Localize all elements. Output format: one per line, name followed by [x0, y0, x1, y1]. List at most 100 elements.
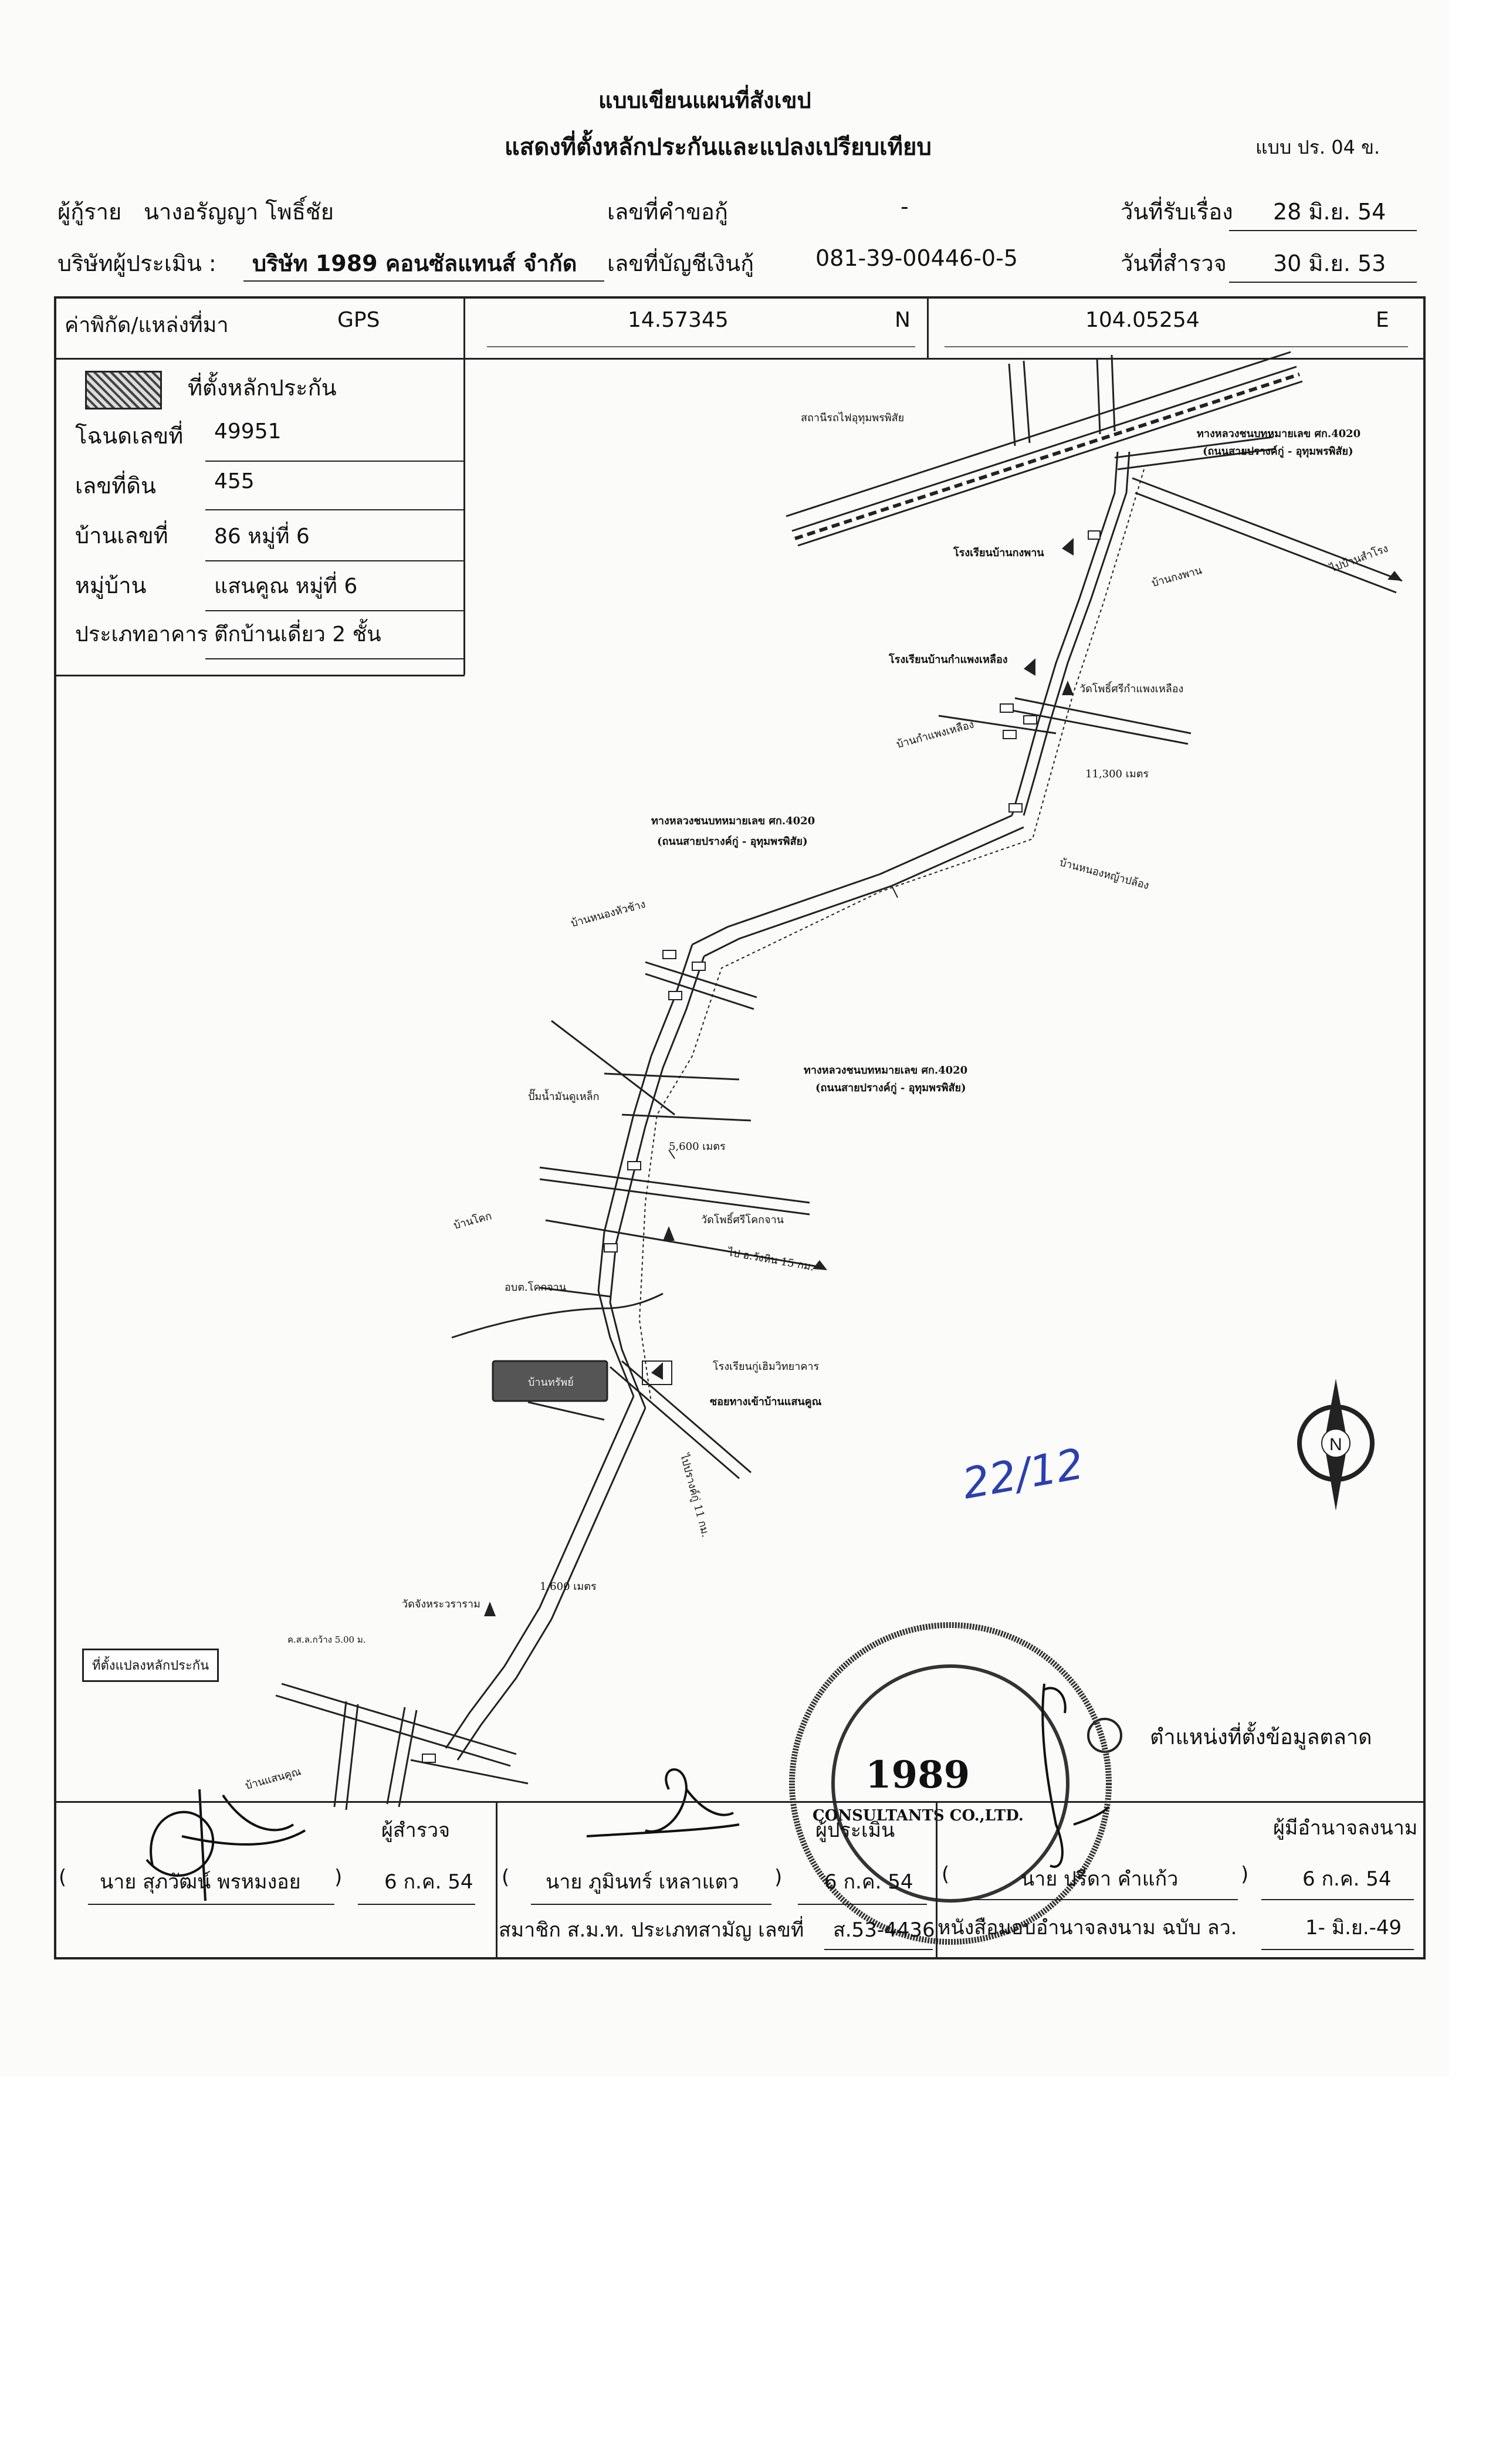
- legend-label-village: หมู่บ้าน: [75, 573, 147, 598]
- map-label-abt: อบต.โคกจาน: [505, 1281, 566, 1294]
- collateral-swatch-icon: [85, 371, 162, 409]
- authorized-date: 6 ก.ค. 54: [1302, 1867, 1392, 1891]
- coord-source: GPS: [337, 308, 380, 332]
- map-label-entrance: ซอยทางเข้าบ้านแสนคูณ: [710, 1396, 822, 1409]
- land-underline: [205, 509, 463, 510]
- route-dashed: [638, 469, 1145, 1403]
- appraiser-company-label: บริษัทผู้ประเมิน :: [57, 251, 216, 276]
- map-label-school-1: โรงเรียนบ้านกงพาน: [953, 546, 1044, 559]
- legend-label-land: เลขที่ดิน: [75, 473, 156, 499]
- map-label-dist-11300: 11,300 เมตร: [1085, 768, 1149, 780]
- authority-date-underline: [1261, 1949, 1414, 1950]
- received-date-label: วันที่รับเรื่อง: [1121, 199, 1233, 225]
- request-no-value: -: [901, 194, 909, 219]
- surveyor-open-paren: (: [59, 1866, 67, 1889]
- legend-right-border: [463, 358, 465, 675]
- longitude-value: 104.05254: [1085, 308, 1200, 332]
- received-date-underline: [1229, 230, 1417, 231]
- legend-bottom-border: [54, 675, 465, 676]
- deed-underline: [205, 461, 463, 462]
- map-label-ban-kamphaeng: บ้านกำแพงเหลือง: [895, 718, 976, 750]
- map-label-to-prangku: ไปปรางค์กู่ 11 กม.: [678, 1451, 713, 1539]
- road-arrows: [813, 571, 1402, 1270]
- request-no-label: เลขที่คำขอกู้: [607, 199, 728, 225]
- authorized-date-underline: [1261, 1899, 1414, 1900]
- map-label-highway-top: ทางหลวงชนบทหมายเลข ศก.4020: [1197, 428, 1360, 440]
- legend-label-building: ประเภทอาคาร: [75, 622, 208, 647]
- appraiser-open-paren: (: [502, 1866, 510, 1889]
- stamp-number: 1989: [865, 1753, 970, 1797]
- member-number: ส.53-4436: [833, 1918, 935, 1942]
- legend-value-deed: 49951: [214, 419, 282, 444]
- surveyor-title: ผู้สำรวจ: [381, 1819, 451, 1842]
- map-label-to-amphoe: ไป อ.วังหิน 15 กม.: [726, 1245, 815, 1274]
- map-label-wat-2: วัดโพธิ์ศรีโคกจาน: [701, 1211, 784, 1226]
- survey-date-underline: [1229, 282, 1417, 283]
- map-label-ban-khok: บ้านโคก: [452, 1209, 493, 1231]
- survey-date-label: วันที่สำรวจ: [1121, 251, 1227, 276]
- village-underline: [205, 610, 463, 611]
- map-label-dist-5600: 5,600 เมตร: [669, 1140, 726, 1153]
- collateral-plot-label: ที่ตั้งแปลงหลักประกัน: [82, 1649, 219, 1682]
- latitude-value: 14.57345: [628, 308, 729, 332]
- legend-label-deed: โฉนดเลขที่: [75, 423, 184, 449]
- authorized-name-underline: [962, 1899, 1238, 1900]
- appraiser-date-underline: [798, 1904, 927, 1905]
- map-label-subject-box: บ้านทรัพย์: [528, 1376, 574, 1389]
- surveyor-close-paren: ): [334, 1866, 343, 1889]
- stamp-company: CONSULTANTS CO.,LTD.: [813, 1807, 1024, 1825]
- map-label-highway-low-sub: (ถนนสายปรางค์กู่ - อุทุมพรพิสัย): [815, 1081, 966, 1095]
- authority-date: 1- มิ.ย.-49: [1305, 1916, 1402, 1940]
- map-label-highway-low: ทางหลวงชนบทหมายเลข ศก.4020: [804, 1064, 967, 1077]
- railway-line: [786, 351, 1303, 547]
- signature-scribbles: [145, 1683, 1110, 1901]
- page-subtitle: แสดงที่ตั้งหลักประกันและแปลงเปรียบเทียบ: [505, 134, 932, 161]
- member-label: สมาชิก ส.ม.ท. ประเภทสามัญ เลขที่: [499, 1918, 804, 1942]
- map-label-dist-1600: 1,600 เมตร: [540, 1580, 597, 1593]
- form-number: แบบ ปร. 04 ข.: [1255, 136, 1380, 158]
- map-label-to-ban-sambot: ไปบ้านสำโรง: [1327, 542, 1390, 576]
- survey-date-value: 30 มิ.ย. 53: [1273, 251, 1386, 276]
- coord-divider-2: [927, 296, 929, 358]
- lat-underline: [487, 346, 915, 347]
- loan-account-label: เลขที่บัญชีเงินกู้: [607, 251, 754, 276]
- map-label-ban-kongphan: บ้านกงพาน: [1150, 564, 1203, 590]
- appraiser-title: ผู้ประเมิน: [815, 1819, 895, 1842]
- map-label-school-2: โรงเรียนบ้านกำแพงเหลือง: [888, 653, 1008, 666]
- map-frame: [54, 296, 1426, 1959]
- map-label-highway-mid: ทางหลวงชนบทหมายเลข ศก.4020: [651, 815, 815, 827]
- member-underline: [824, 1949, 933, 1950]
- map-label-wat-3: วัดจังหระวราราม: [402, 1598, 480, 1610]
- appraiser-name: นาย ภูมินทร์ เหลาแตว: [546, 1870, 739, 1894]
- authorized-close-paren: ): [1241, 1863, 1249, 1886]
- loan-account-value: 081-39-00446-0-5: [815, 245, 1018, 271]
- surveyor-name: นาย สุภวัฒน์ พรหมงอย: [100, 1870, 301, 1894]
- house-underline: [205, 560, 463, 561]
- market-data-legend: ตำแหน่งที่ตั้งข้อมูลตลาด: [1150, 1725, 1372, 1749]
- subject-property-box: [492, 1360, 608, 1402]
- company-stamp: [789, 1622, 1112, 1945]
- legend-value-land: 455: [214, 469, 255, 493]
- map-label-road-note: ค.ส.ล.กว้าง 5.00 ม.: [287, 1634, 366, 1645]
- received-date-value: 28 มิ.ย. 54: [1273, 199, 1386, 225]
- river: [451, 1292, 664, 1339]
- map-label-wat-1: วัดโพธิ์ศรีกำแพงเหลือง: [1079, 681, 1183, 695]
- map-label-pump: ปั๊มน้ำมันดูเหล็ก: [528, 1088, 600, 1103]
- latitude-dir: N: [895, 308, 911, 332]
- legend-label-house: บ้านเลขที่: [75, 523, 168, 549]
- authority-label: หนังสือมอบอำนาจลงนาม ฉบับ ลว.: [937, 1916, 1237, 1940]
- legend-title: ที่ตั้งหลักประกัน: [188, 375, 337, 401]
- school-icons: [642, 538, 1074, 1385]
- map-label-ban-nong: บ้านหนองหญ้าปล้อง: [1058, 857, 1150, 892]
- sig-divider-1: [496, 1801, 497, 1959]
- legend-value-house: 86 หมู่ที่ 6: [214, 524, 310, 549]
- coord-label: ค่าพิกัด/แหล่งที่มา: [65, 313, 229, 337]
- map-label-railway-station: สถานีรถไฟอุทุมพรพิสัย: [801, 411, 904, 424]
- legend-value-village: แสนคูณ หมู่ที่ 6: [214, 574, 358, 598]
- page-title: แบบเขียนแผนที่สังเขป: [598, 87, 811, 113]
- compass-n-letter: N: [1329, 1435, 1342, 1454]
- map-label-highway-top-sub: (ถนนสายปรางค์กู่ - อุทุมพรพิสัย): [1203, 445, 1353, 458]
- top-crossroad: [1008, 354, 1403, 594]
- sig-divider-2: [936, 1801, 937, 1959]
